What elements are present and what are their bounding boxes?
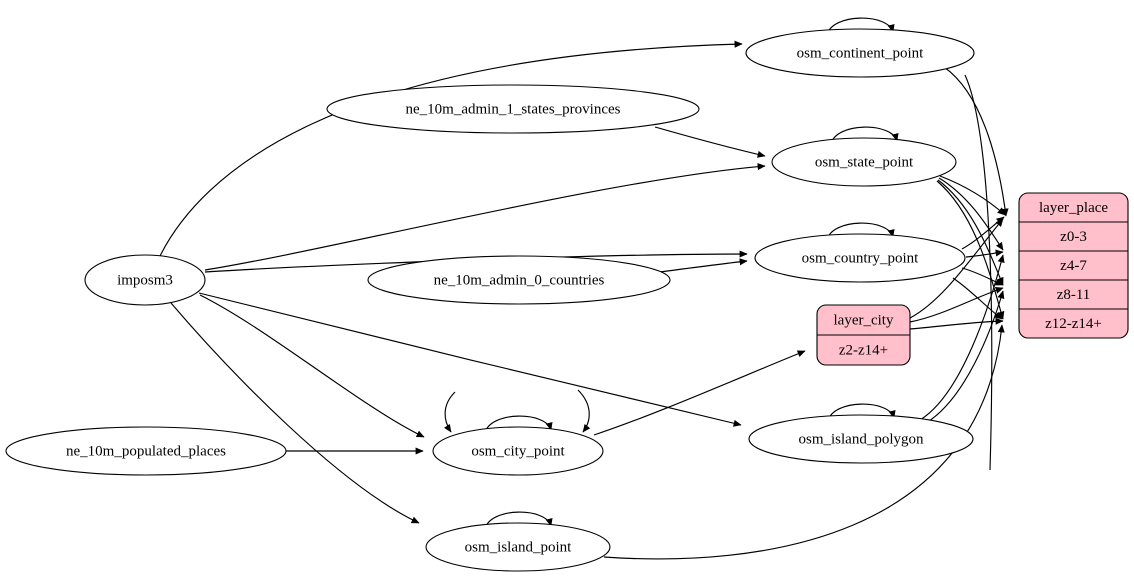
edge-imposm3-osm-state-point	[204, 163, 766, 271]
node-osm-state-point[interactable]: osm_state_point	[771, 137, 957, 187]
edge-self-osm-state-point	[830, 126, 899, 145]
node-osm-island-polygon[interactable]: osm_island_polygon	[748, 414, 974, 464]
edge-imposm3-osm-continent-point	[159, 40, 743, 257]
node-ne-10m-populated-places[interactable]: ne_10m_populated_places	[5, 426, 287, 476]
edge-self-osm-island-polygon	[827, 403, 896, 422]
edge-osm-city-point-layer-city-z2-z14	[593, 350, 806, 436]
node-ne-states-label: ne_10m_admin_1_states_provinces	[406, 101, 621, 117]
edge-incoming-arc-osm-city-point-right	[577, 389, 591, 433]
edge-self-osm-island-point	[484, 511, 553, 530]
edge-osm-country-point-layer-place-z4-7	[965, 249, 1004, 258]
node-ne-countries-shape[interactable]	[367, 255, 671, 305]
record-layer-place-row-z8-11[interactable]: z8-11	[1057, 287, 1091, 303]
record-layer-city-title: layer_city	[834, 312, 894, 328]
node-imposm3[interactable]: imposm3	[84, 254, 206, 306]
node-osm-island-point[interactable]: osm_island_point	[425, 522, 611, 572]
node-osm-state-point-label: osm_state_point	[815, 154, 914, 170]
node-osm-island-point-shape[interactable]	[425, 522, 611, 572]
node-ne-10m-admin-0-countries[interactable]: ne_10m_admin_0_countries	[367, 255, 671, 305]
node-osm-city-point[interactable]: osm_city_point	[432, 426, 604, 476]
edge-self-osm-city-point	[484, 415, 553, 434]
node-ne-states-shape[interactable]	[326, 84, 700, 134]
edge-osm-island-point-layer-place-z12-z14	[603, 324, 1005, 560]
edge-layer-city-layer-place-z8-11	[909, 286, 1004, 323]
node-ne-places-shape[interactable]	[5, 426, 287, 476]
node-osm-island-polygon-label: osm_island_polygon	[798, 431, 924, 447]
edge-continent-vertical-connector	[964, 74, 993, 471]
node-osm-island-polygon-shape[interactable]	[748, 414, 974, 464]
edge-osm-state-point-layer-place-z8-11	[937, 179, 1004, 286]
node-osm-continent-point-label: osm_continent_point	[797, 45, 924, 61]
node-imposm3-shape[interactable]	[84, 254, 206, 306]
edge-imposm3-osm-island-polygon	[198, 292, 742, 427]
node-osm-country-point[interactable]: osm_country_point	[754, 233, 966, 283]
record-layer-place[interactable]: layer_place z0-3 z4-7 z8-11 z12-z14+	[1018, 192, 1129, 339]
edge-imposm3-osm-island-point	[170, 302, 420, 524]
edge-osm-state-point-layer-place-z4-7	[938, 177, 1004, 251]
record-layer-city-row-z2-z14[interactable]: z2-z14+	[839, 342, 888, 358]
edge-osm-state-point-layer-place-z0-3	[939, 175, 1006, 216]
node-ne-countries-label: ne_10m_admin_0_countries	[434, 272, 605, 288]
node-osm-country-point-shape[interactable]	[754, 233, 966, 283]
node-osm-continent-point[interactable]: osm_continent_point	[745, 28, 975, 78]
node-osm-island-point-label: osm_island_point	[465, 539, 573, 555]
record-layer-place-row-layer-place: layer_place	[1039, 200, 1108, 216]
edge-self-osm-country-point	[826, 222, 895, 241]
edge-ne-countries-osm-country-point	[659, 258, 748, 273]
node-osm-country-point-label: osm_country_point	[802, 250, 919, 266]
edge-osm-continent-point-layer-place-z0-3	[943, 66, 1009, 217]
edge-layer-city-layer-place-z0-3	[909, 218, 1004, 319]
edge-imposm3-osm-city-point	[199, 294, 425, 438]
node-osm-city-point-label: osm_city_point	[471, 443, 565, 459]
edge-osm-country-point-layer-place-z12-z14	[952, 277, 1003, 320]
edge-osm-country-point-layer-place-z8-11	[961, 267, 1004, 286]
edge-ne-states-osm-state-point	[654, 126, 766, 158]
node-osm-continent-point-shape[interactable]	[745, 28, 975, 78]
edge-self-osm-continent-point	[826, 17, 895, 36]
edge-osm-island-polygon-layer-place-z4-7	[919, 254, 1005, 421]
record-layer-place-row-z4-7[interactable]: z4-7	[1060, 258, 1087, 274]
node-ne-10m-admin-1-states-provinces[interactable]: ne_10m_admin_1_states_provinces	[326, 84, 700, 134]
node-ne-places-label: ne_10m_populated_places	[66, 443, 226, 459]
node-osm-city-point-shape[interactable]	[432, 426, 604, 476]
edge-osm-island-polygon-layer-place-z8-11	[925, 290, 1005, 424]
record-layer-place-row-z12-z14[interactable]: z12-z14+	[1045, 316, 1102, 332]
record-layer-city[interactable]: layer_city z2-z14+	[816, 304, 911, 366]
edge-layer-city-layer-place-z12-z14	[909, 317, 1004, 330]
node-imposm3-label: imposm3	[117, 272, 173, 288]
node-osm-state-point-shape[interactable]	[771, 137, 957, 187]
record-layer-place-box[interactable]	[1018, 192, 1129, 339]
record-layer-place-row-z0-3[interactable]: z0-3	[1060, 229, 1087, 245]
edge-incoming-arc-osm-city-point-left	[443, 391, 456, 433]
